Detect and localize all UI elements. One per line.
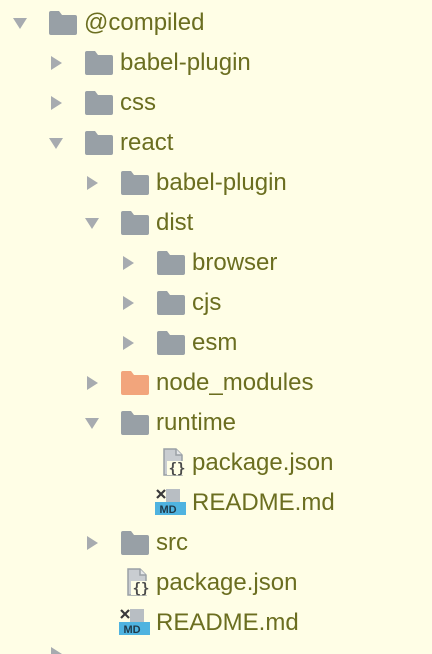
tree-item-label: react (120, 129, 174, 156)
tree-item-label: esm (192, 329, 238, 356)
tree-row[interactable]: runtime (0, 403, 432, 443)
chevron-down-icon[interactable] (84, 215, 100, 231)
tree-item-label: README.md (192, 489, 335, 516)
chevron-right-icon[interactable] (84, 375, 100, 391)
folder-icon (156, 330, 186, 356)
tree-row[interactable]: dist (0, 203, 432, 243)
tree-row[interactable]: src (0, 523, 432, 563)
tree-row[interactable]: {} package.json (0, 443, 432, 483)
folder-icon (84, 130, 114, 156)
tree-row[interactable]: browser (0, 243, 432, 283)
tree-item-label: node_modules (156, 369, 314, 396)
tree-row[interactable]: MD README.md (0, 483, 432, 523)
tree-item-label: @compiled (84, 9, 205, 36)
tree-row[interactable]: react (0, 123, 432, 163)
folder-icon (84, 50, 114, 76)
tree-item-label: cjs (192, 289, 222, 316)
tree-item-label: package.json (156, 569, 298, 596)
chevron-right-icon[interactable] (84, 535, 100, 551)
tree-row[interactable]: {} package.json (0, 563, 432, 603)
folder-icon (84, 90, 114, 116)
markdown-file-icon: MD (154, 487, 186, 516)
json-file-icon: {} (122, 567, 152, 597)
chevron-down-icon[interactable] (12, 15, 28, 31)
chevron-right-icon[interactable] (120, 255, 136, 271)
chevron-right-icon[interactable] (120, 335, 136, 351)
tree-item-label: babel-plugin (156, 169, 287, 196)
chevron-right-icon[interactable] (120, 295, 136, 311)
svg-text:MD: MD (123, 624, 140, 636)
tree-row[interactable]: @compiled (0, 3, 432, 43)
chevron-right-icon (48, 646, 64, 654)
tree-row[interactable]: node_modules (0, 363, 432, 403)
tree-row[interactable]: esm (0, 323, 432, 363)
tree-row[interactable]: babel-plugin (0, 163, 432, 203)
chevron-right-icon[interactable] (48, 95, 64, 111)
tree-item-label: babel-plugin (120, 49, 251, 76)
tree-item-label: package.json (192, 449, 334, 476)
tree-row[interactable]: css (0, 83, 432, 123)
folder-icon (120, 410, 150, 436)
tree-item-label: browser (192, 249, 278, 276)
chevron-right-icon[interactable] (84, 175, 100, 191)
tree-item-label: css (120, 89, 156, 116)
svg-text:{}: {} (169, 461, 186, 477)
folder-icon (48, 10, 78, 36)
folder-icon (120, 530, 150, 556)
folder-icon (156, 290, 186, 316)
chevron-down-icon[interactable] (84, 415, 100, 431)
markdown-file-icon: MD (118, 607, 150, 636)
json-file-icon: {} (158, 447, 188, 477)
folder-icon (156, 250, 186, 276)
chevron-right-icon[interactable] (48, 55, 64, 71)
svg-text:MD: MD (159, 504, 176, 516)
tree-row-partial (0, 644, 432, 654)
tree-row[interactable]: babel-plugin (0, 43, 432, 83)
node-modules-folder-icon (120, 370, 150, 396)
tree-row[interactable]: cjs (0, 283, 432, 323)
tree-item-label: dist (156, 209, 194, 236)
tree-item-label: README.md (156, 609, 299, 636)
chevron-down-icon[interactable] (48, 135, 64, 151)
svg-text:{}: {} (133, 581, 150, 597)
folder-icon (120, 170, 150, 196)
tree-item-label: src (156, 529, 188, 556)
tree-row[interactable]: MD README.md (0, 603, 432, 643)
folder-icon (120, 210, 150, 236)
tree-item-label: runtime (156, 409, 237, 436)
